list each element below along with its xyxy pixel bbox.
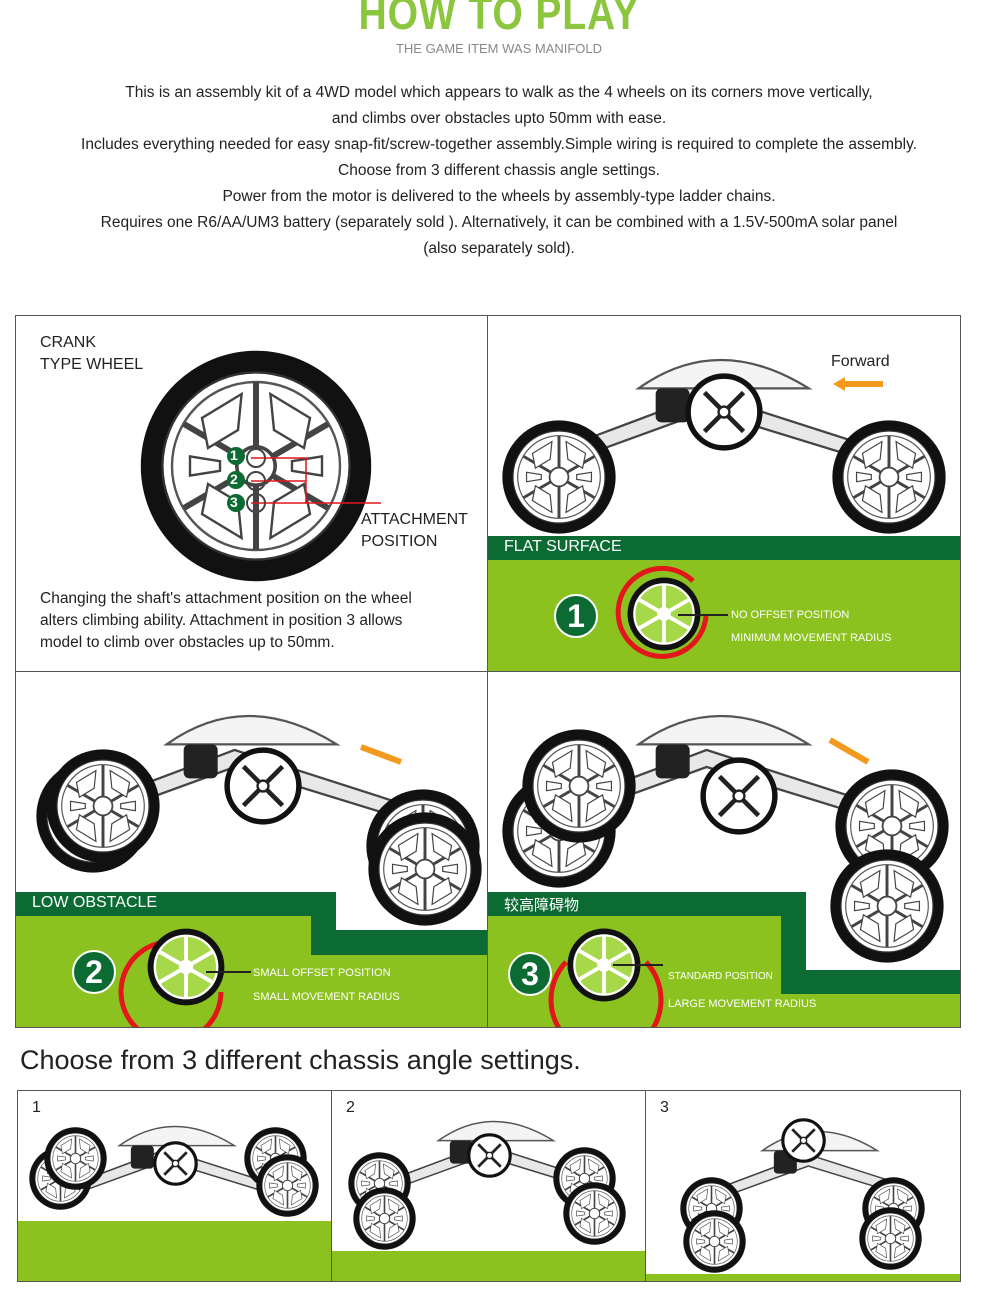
intro-line: and climbs over obstacles upto 50mm with… [331,110,667,127]
setting-number: 1 [32,1099,41,1116]
setting-badge: 1 [554,594,598,638]
crank-wheel-illustration [16,316,381,671]
intro-line: Power from the motor is delivered to the… [222,188,776,205]
crank-heading-line: TYPE WHEEL [40,356,144,373]
description-line: model to climb over obstacles up to 50mm… [40,634,335,651]
setting-number: 3 [660,1099,669,1116]
chassis-setting-3: 3 [645,1090,961,1282]
description-line: alters climbing ability. Attachment in p… [40,612,403,629]
crank-wheel-panel: CRANK TYPE WHEEL 1 2 3 ATTACHMENT POSITI… [15,315,489,672]
intro-line: Includes everything needed for easy snap… [81,136,917,153]
chassis-setting-1: 1 [17,1090,332,1282]
position-number: 3 [230,494,238,510]
position-number: 1 [230,447,238,463]
chassis-setting-2: 2 [331,1090,646,1282]
chassis-illustration [332,1120,645,1281]
intro-text: This is an assembly kit of a 4WD model w… [0,80,998,262]
crank-heading: CRANK TYPE WHEEL [40,332,143,376]
intro-line: (also separately sold). [423,240,575,257]
chassis-illustration [646,1118,960,1281]
page-title: HOW TO PLAY [358,0,640,39]
high-obstacle-label: 较高障碍物 [504,897,580,914]
radius-label: SMALL MOVEMENT RADIUS [253,991,400,1003]
position-number: 2 [230,471,238,487]
intro-line: Requires one R6/AA/UM3 battery (separate… [100,214,898,231]
low-obstacle-illustration [16,714,488,1027]
offset-label: STANDARD POSITION [668,971,773,982]
flat-surface-panel: Forward FLAT SURFACE 1 NO OFFSET POSITIO… [487,315,961,672]
flat-surface-label: FLAT SURFACE [504,538,622,555]
offset-label: NO OFFSET POSITION [731,609,850,621]
attachment-line: ATTACHMENT [361,511,468,528]
offset-label: SMALL OFFSET POSITION [253,967,391,979]
low-obstacle-panel: LOW OBSTACLE 2 SMALL OFFSET POSITION SMA… [15,671,489,1028]
intro-line: Choose from 3 different chassis angle se… [338,162,660,179]
radius-label: MINIMUM MOVEMENT RADIUS [731,632,892,644]
description-line: Changing the shaft's attachment position… [40,590,412,607]
radius-label: LARGE MOVEMENT RADIUS [668,998,817,1010]
setting-badge: 2 [72,950,116,994]
crank-heading-line: CRANK [40,334,97,351]
setting-badge: 3 [508,952,552,996]
crank-description: Changing the shaft's attachment position… [40,588,412,654]
low-obstacle-label: LOW OBSTACLE [32,894,158,911]
chassis-illustration [18,1125,331,1281]
high-obstacle-illustration [488,714,960,1027]
attachment-label: ATTACHMENT POSITION [361,509,468,553]
forward-label: Forward [831,353,890,370]
intro-line: This is an assembly kit of a 4WD model w… [125,84,873,101]
high-obstacle-panel: 较高障碍物 3 STANDARD POSITION LARGE MOVEMENT… [487,671,961,1028]
chassis-heading: Choose from 3 different chassis angle se… [20,1045,581,1075]
attachment-line: POSITION [361,533,438,550]
page-subtitle: THE GAME ITEM WAS MANIFOLD [395,41,603,56]
setting-number: 2 [346,1099,355,1116]
